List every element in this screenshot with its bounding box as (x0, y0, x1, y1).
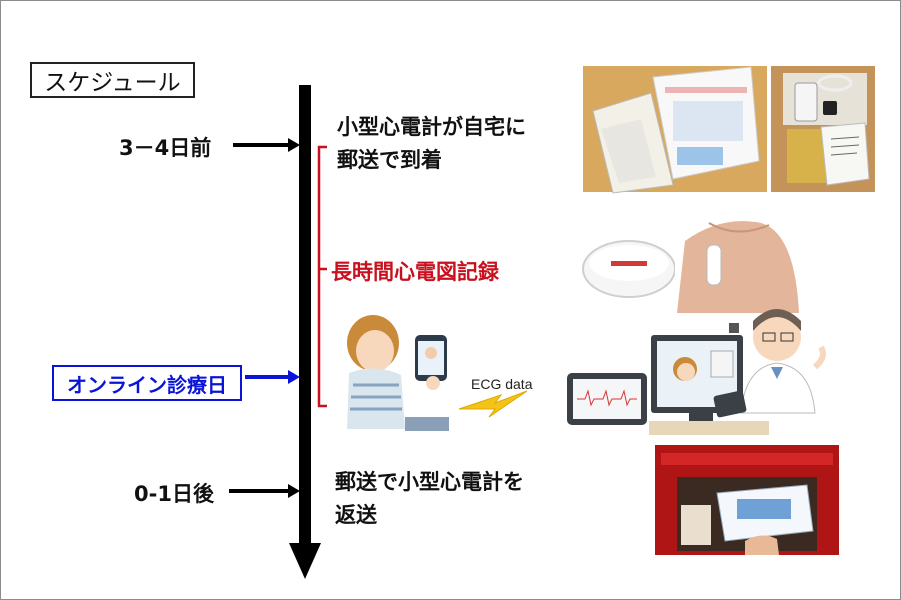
arrival-line1: 小型心電計が自宅に (337, 115, 526, 139)
lightning-icon (458, 390, 528, 418)
after-label: 0-1日後 (134, 482, 214, 506)
arrival-event: 小型心電計が自宅に 郵送で到着 (337, 111, 526, 177)
before-label: 3－4日前 (119, 136, 212, 160)
patient-with-phone (347, 315, 449, 431)
arrival-line2: 郵送で到着 (337, 148, 442, 172)
online-consultation-label: オンライン診療日 (52, 365, 242, 401)
recording-label: 長時間心電図記録 (331, 260, 499, 284)
recording-bracket (317, 145, 327, 408)
ecg-data-label: ECG data (471, 376, 533, 392)
ecg-patch-device (582, 240, 676, 298)
return-line2: 返送 (335, 503, 377, 527)
chest-patch-photo (675, 215, 799, 313)
package-photo (583, 66, 767, 194)
mailbox-photo (655, 445, 839, 555)
before-arrowhead (288, 138, 300, 152)
after-arrowhead (288, 484, 300, 498)
return-event: 郵送で小型心電計を 返送 (335, 466, 524, 532)
doctor-at-monitor (567, 309, 826, 435)
device-kit-photo (771, 66, 875, 192)
online-arrowhead (288, 370, 300, 384)
schedule-title: スケジュール (30, 62, 195, 98)
return-line1: 郵送で小型心電計を (335, 470, 524, 494)
timeline-bar (299, 85, 311, 555)
timeline-arrowhead (289, 543, 321, 579)
